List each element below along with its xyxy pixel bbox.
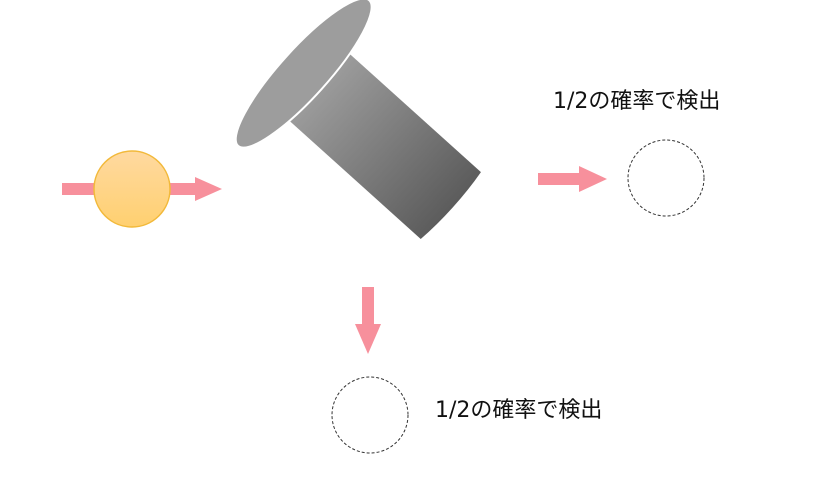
beam-splitter-body — [273, 39, 481, 240]
transmitted-beam-head — [579, 166, 607, 192]
reflected-detection-label: 1/2の確率で検出 — [435, 398, 603, 423]
photon — [93, 150, 171, 228]
reflected-beam-arrow — [355, 287, 381, 354]
transmitted-beam-shaft — [538, 173, 582, 185]
transmitted-detection-label: 1/2の確率で検出 — [553, 89, 721, 114]
reflected-beam-shaft — [362, 287, 374, 327]
detector-reflected — [331, 376, 409, 454]
reflected-beam-head — [355, 324, 381, 354]
detector-transmitted — [627, 139, 705, 217]
transmitted-beam-arrow — [538, 166, 607, 192]
beam-splitter — [234, 0, 481, 240]
incoming-beam-head — [195, 177, 222, 201]
beam-splitter-face — [234, 0, 373, 149]
